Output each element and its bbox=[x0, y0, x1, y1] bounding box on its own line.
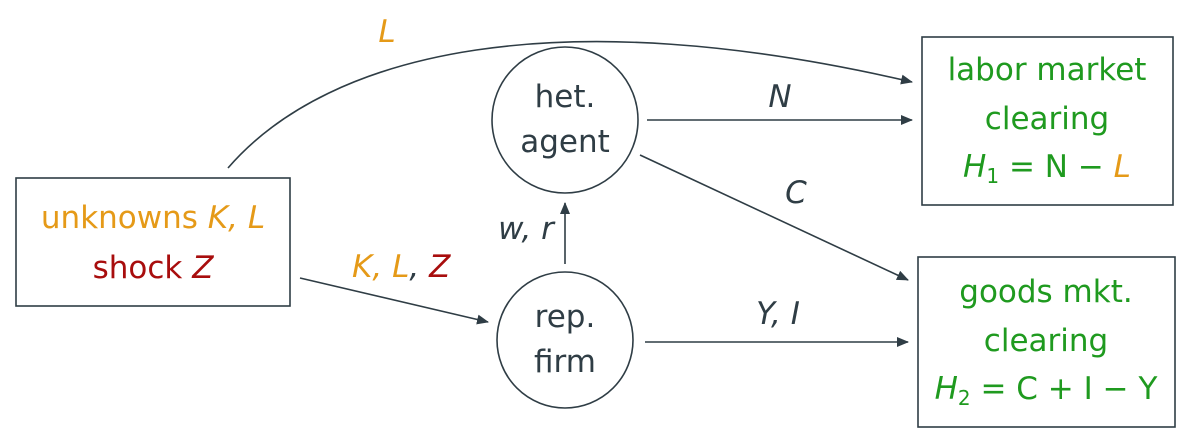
labor-market-line1: labor market bbox=[948, 52, 1147, 88]
rep-firm-line1: rep. bbox=[535, 299, 596, 335]
edge-label-wr: w, r bbox=[498, 211, 556, 247]
het-agent-line1: het. bbox=[535, 79, 596, 115]
labor-market-node: labor market clearing H1 = N − L bbox=[921, 36, 1174, 206]
shock-label: shock Z bbox=[93, 250, 215, 286]
edge-agent-to-goods bbox=[639, 154, 909, 281]
goods-market-line1: goods mkt. bbox=[959, 274, 1132, 310]
edge-label-N: N bbox=[768, 79, 791, 115]
edge-unknowns-to-labor bbox=[227, 40, 913, 169]
edge-label-C: C bbox=[785, 175, 807, 211]
labor-market-equation: H1 = N − L bbox=[963, 149, 1131, 188]
edge-label-YI: Y, I bbox=[756, 296, 800, 332]
unknowns-node: unknowns K, L shock Z bbox=[15, 177, 291, 307]
het-agent-node: het. agent bbox=[491, 46, 639, 194]
rep-firm-node: rep. firm bbox=[496, 271, 634, 409]
rep-firm-line2: firm bbox=[534, 344, 596, 380]
goods-market-equation: H2 = C + I − Y bbox=[935, 371, 1158, 410]
het-agent-line2: agent bbox=[520, 124, 610, 160]
edge-label-KLZ: K, L, Z bbox=[352, 249, 451, 285]
edge-label-L: L bbox=[378, 14, 395, 50]
unknowns-label: unknowns K, L bbox=[41, 200, 265, 236]
goods-market-line2: clearing bbox=[984, 323, 1108, 359]
edge-unknowns-to-firm bbox=[299, 277, 489, 325]
labor-market-line2: clearing bbox=[985, 101, 1109, 137]
goods-market-node: goods mkt. clearing H2 = C + I − Y bbox=[917, 256, 1176, 428]
